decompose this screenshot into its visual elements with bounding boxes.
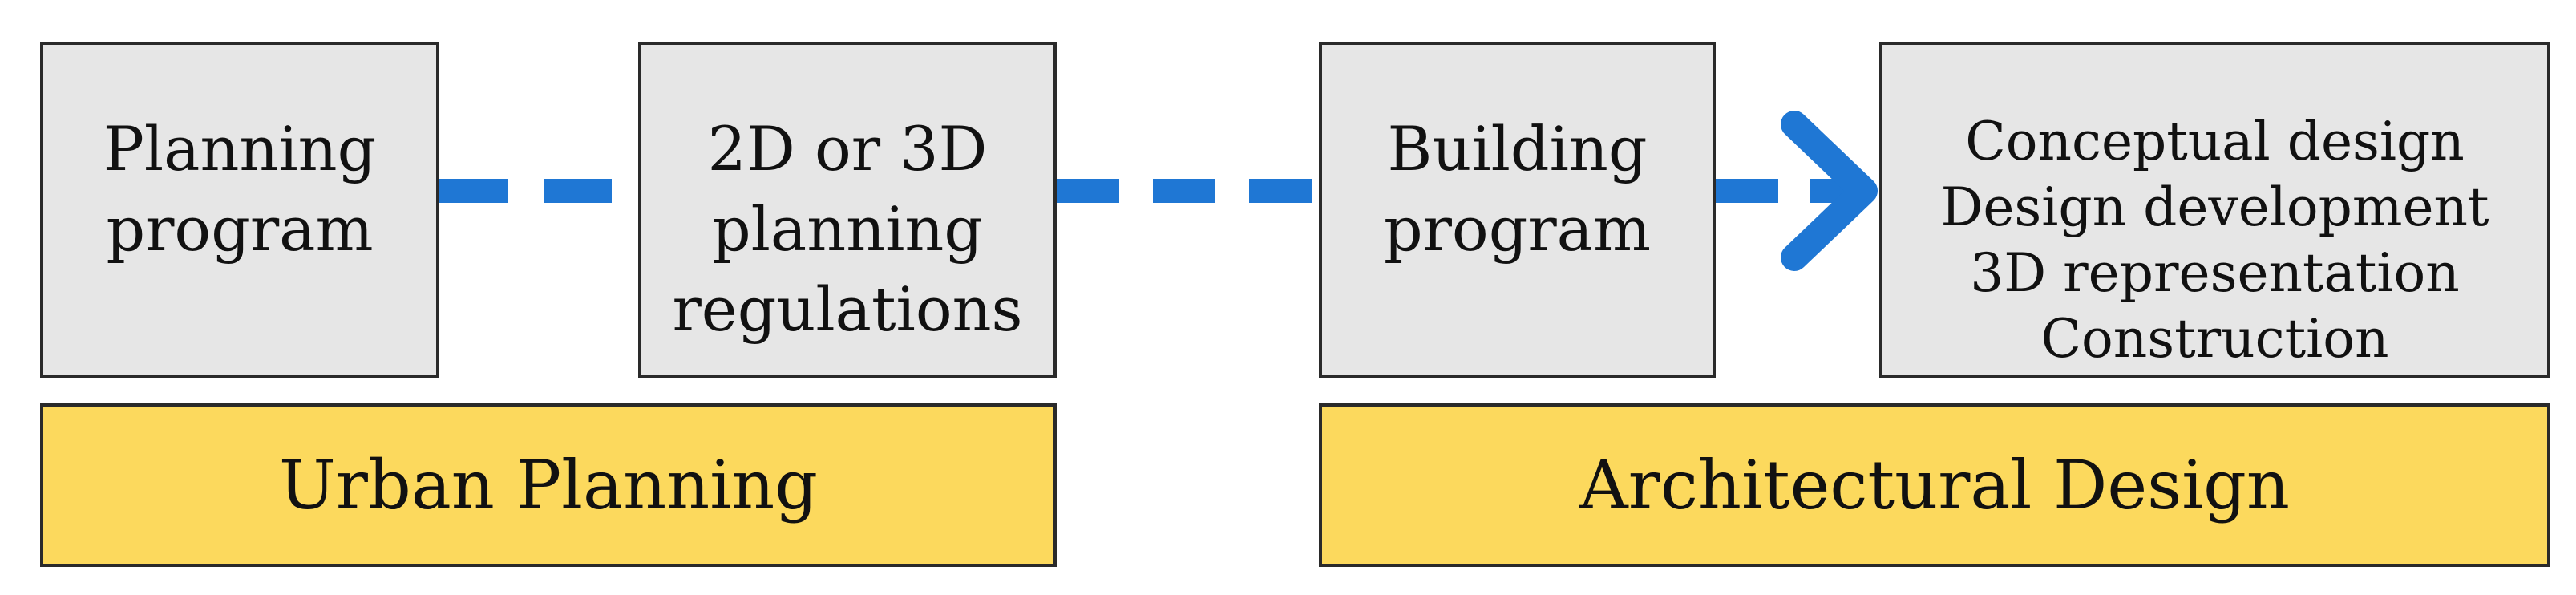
design-stage-development: Design development: [1940, 176, 2489, 238]
building-program-line-1: Building: [1387, 113, 1648, 184]
design-stage-construction: Construction: [2040, 308, 2389, 370]
arrowhead-icon: [1781, 111, 1878, 271]
architectural-design-band: Architectural Design: [1319, 403, 2550, 567]
planning-regulations-line-3: regulations: [672, 273, 1023, 345]
planning-program-box: Planning program: [40, 42, 439, 378]
planning-regulations-box: 2D or 3D planning regulations: [638, 42, 1057, 378]
planning-regulations-line-2: planning: [711, 193, 984, 265]
planning-program-line-1: Planning: [103, 113, 377, 184]
building-program-line-2: program: [1383, 193, 1652, 265]
building-program-box: Building program: [1319, 42, 1716, 378]
design-stage-conceptual: Conceptual design: [1965, 111, 2465, 172]
design-stage-3d-representation: 3D representation: [1970, 242, 2460, 304]
design-stages-box: Conceptual design Design development 3D …: [1879, 42, 2550, 378]
planning-regulations-line-1: 2D or 3D: [707, 113, 988, 184]
planning-program-line-2: program: [106, 193, 374, 265]
urban-planning-band: Urban Planning: [40, 403, 1057, 567]
